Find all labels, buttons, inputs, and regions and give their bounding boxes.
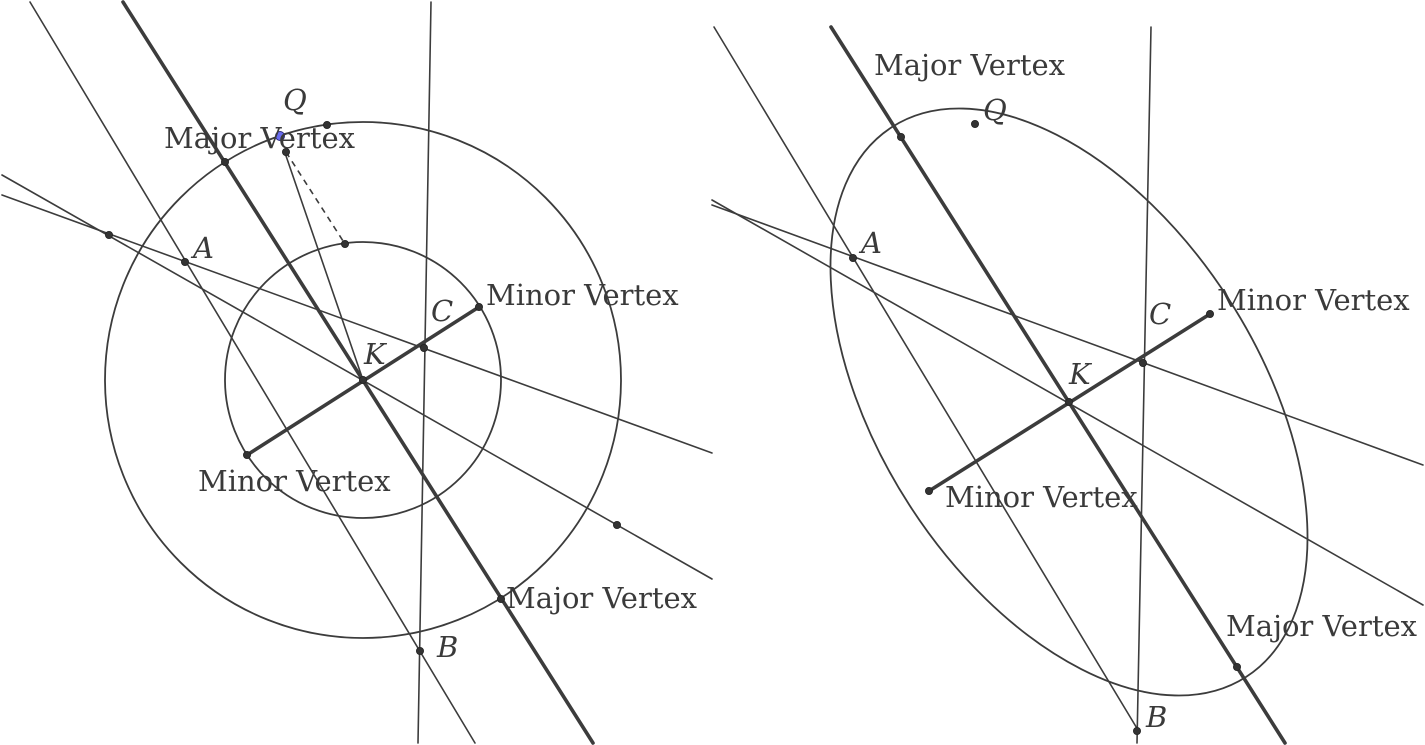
left-label-a: A xyxy=(190,231,214,265)
left-major-axis-line xyxy=(121,0,595,745)
right-point-k xyxy=(1065,397,1074,406)
right-line-a-c xyxy=(711,204,1424,466)
left-label-b: B xyxy=(436,630,458,664)
right-point-minor-vertex-right xyxy=(1206,309,1215,318)
right-point-b xyxy=(1133,727,1142,736)
left-line-through-k xyxy=(1,174,713,580)
right-point-c xyxy=(1139,358,1148,367)
left-label-k: K xyxy=(363,337,388,371)
left-panel: Q Major Vertex A Minor Vertex C K Minor … xyxy=(1,0,713,745)
left-label-minor-vertex-right: Minor Vertex xyxy=(486,278,679,312)
left-point-major-vertex-bottom xyxy=(496,595,505,604)
left-label-minor-vertex-left: Minor Vertex xyxy=(198,464,391,498)
left-point-major-vertex-top xyxy=(220,157,229,166)
right-point-q xyxy=(971,120,980,129)
left-point-c xyxy=(419,343,428,352)
right-major-axis-line xyxy=(829,25,1287,745)
right-point-major-vertex-top xyxy=(897,132,906,141)
left-point-minor-vertex-left xyxy=(242,450,251,459)
left-label-c: C xyxy=(431,294,453,328)
right-line-c-b xyxy=(1136,26,1152,744)
left-line-a-b xyxy=(29,1,476,744)
left-label-q: Q xyxy=(283,83,307,117)
left-line-q-k xyxy=(283,149,364,381)
right-label-q: Q xyxy=(983,93,1007,127)
left-line-c-b xyxy=(417,1,432,744)
left-label-major-vertex-bottom: Major Vertex xyxy=(506,581,697,615)
right-point-a xyxy=(849,253,858,262)
right-label-minor-vertex-left: Minor Vertex xyxy=(945,480,1138,514)
right-point-major-vertex-bottom xyxy=(1233,663,1242,672)
left-large-circle xyxy=(104,121,622,639)
left-dashed-segment xyxy=(285,151,346,245)
right-label-c: C xyxy=(1149,297,1171,331)
right-panel: Major Vertex Q A Minor Vertex C K Minor … xyxy=(711,25,1424,745)
right-label-a: A xyxy=(858,226,882,260)
left-point-far xyxy=(105,230,114,239)
right-label-k: K xyxy=(1068,357,1093,391)
left-small-circle xyxy=(224,241,502,519)
right-point-minor-vertex-left xyxy=(925,486,934,495)
left-point-a xyxy=(180,257,189,266)
left-label-major-vertex-top: Major Vertex xyxy=(164,121,355,155)
left-point-outer xyxy=(613,521,622,530)
left-line-a-c xyxy=(1,194,713,454)
right-line-a-b xyxy=(713,26,1139,731)
left-point-minor-vertex-right xyxy=(474,302,483,311)
right-label-major-vertex-top: Major Vertex xyxy=(874,48,1065,82)
right-ellipse xyxy=(829,107,1309,697)
right-label-b: B xyxy=(1145,700,1167,734)
left-point-small-circle xyxy=(340,239,349,248)
left-point-foot xyxy=(281,147,290,156)
left-point-q xyxy=(275,131,285,141)
left-point-b xyxy=(415,647,424,656)
left-point-k xyxy=(358,375,367,384)
right-label-minor-vertex-right: Minor Vertex xyxy=(1217,283,1410,317)
left-point-top-circle xyxy=(322,121,331,130)
right-label-major-vertex-bottom: Major Vertex xyxy=(1226,609,1417,643)
